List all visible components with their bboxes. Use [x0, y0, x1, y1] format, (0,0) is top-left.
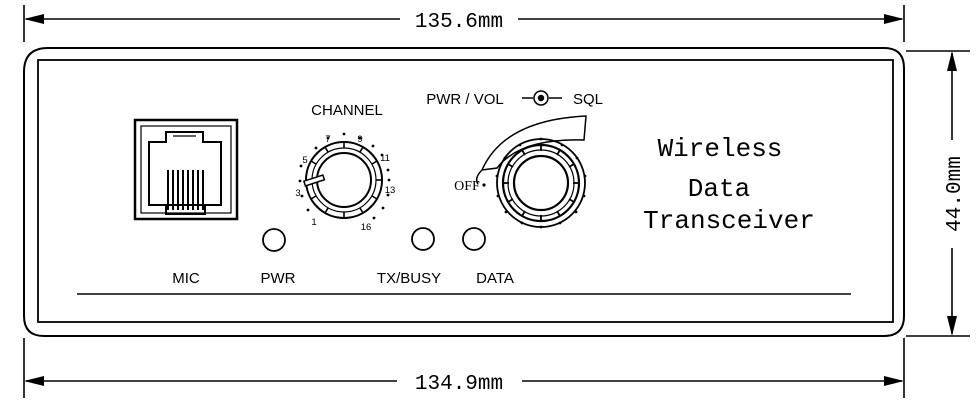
volume-arc-indicator: [480, 115, 587, 171]
off-indicator-dot: [482, 183, 486, 187]
channel-tick-9: 9: [357, 134, 362, 145]
title-line-wireless: Wireless: [658, 134, 783, 164]
pwr-led-icon: [262, 228, 286, 252]
top-dimension-label: 135.6mm: [415, 11, 503, 34]
pwr-label: PWR: [261, 270, 296, 287]
tx-busy-led-icon: [411, 227, 435, 251]
title-line-transceiver: Transceiver: [643, 206, 815, 236]
channel-tick-13: 13: [385, 185, 396, 196]
volume-knob-icon[interactable]: [496, 138, 586, 228]
enclosure-outline: [23, 47, 905, 337]
channel-label: CHANNEL: [311, 102, 383, 119]
channel-tick-7: 7: [325, 134, 330, 145]
top-dimension: [23, 5, 905, 42]
channel-tick-16: 16: [361, 222, 372, 233]
channel-scale-dots: [298, 132, 391, 220]
channel-tick-3: 3: [295, 188, 300, 199]
channel-knob-icon[interactable]: [302, 141, 383, 219]
volume-scale-dots: [495, 137, 587, 229]
channel-tick-11: 11: [380, 153, 390, 164]
sql-label: SQL: [573, 91, 603, 108]
front-panel-face: [37, 59, 894, 323]
title-line-data: Data: [688, 174, 750, 204]
channel-tick-1: 1: [311, 217, 316, 228]
bottom-dimension-label: 134.9mm: [415, 373, 503, 396]
channel-tick-5: 5: [302, 155, 307, 166]
bottom-dimension: [23, 338, 905, 398]
data-label: DATA: [476, 270, 514, 287]
height-dimension: [906, 50, 970, 337]
off-label: OFF: [454, 179, 480, 194]
pwr-vol-label: PWR / VOL: [426, 91, 504, 108]
pwr-vol-sql-symbol-icon: [522, 90, 562, 106]
mic-jack-icon: [133, 118, 239, 221]
mic-label: MIC: [172, 270, 200, 287]
tx-busy-label: TX/BUSY: [377, 270, 441, 287]
height-dimension-label: 44.0mm: [944, 156, 967, 232]
data-led-icon: [462, 227, 486, 251]
